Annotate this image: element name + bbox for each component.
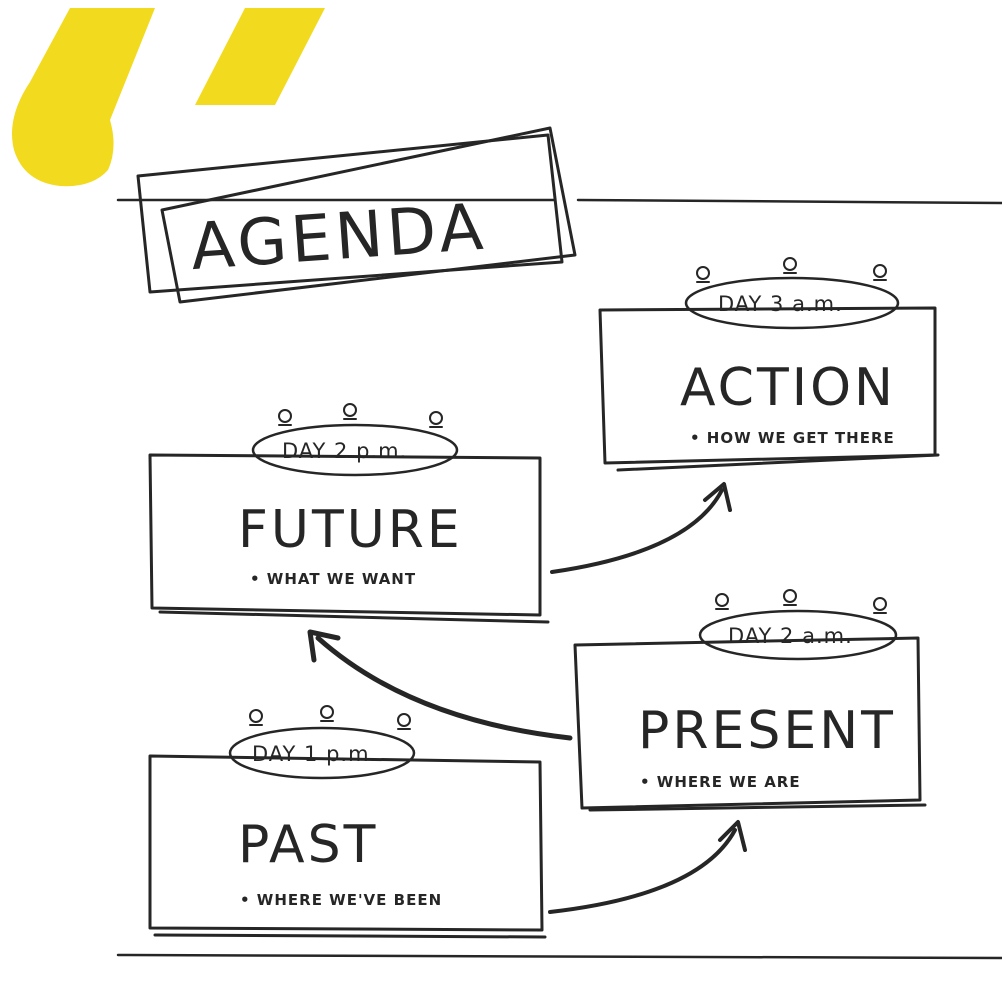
card-heading: PRESENT (638, 701, 896, 761)
day-label: DAY 2 p.m. (282, 439, 407, 463)
day-label: DAY 3 a.m. (718, 292, 843, 316)
day-label: DAY 1 p.m. (252, 742, 377, 766)
arrow-future-to-action (550, 482, 732, 574)
day-pill (684, 276, 900, 330)
top-rule-right (576, 198, 1002, 205)
pin-icon (278, 403, 443, 428)
day-pill (228, 726, 416, 780)
card-note: • WHERE WE ARE (640, 773, 801, 791)
card-action: DAY 3 a.m. ACTION • HOW WE GET THERE (598, 257, 940, 472)
card-heading: ACTION (680, 358, 896, 418)
card-note: • WHERE WE'VE BEEN (240, 891, 442, 909)
card-note: • HOW WE GET THERE (690, 429, 895, 447)
day-label: DAY 2 a.m. (728, 624, 853, 648)
title-card: AGENDA (136, 126, 577, 304)
card-past: DAY 1 p.m. PAST • WHERE WE'VE BEEN (148, 705, 547, 939)
quote-mark-icon (12, 8, 325, 187)
pin-icon (249, 705, 411, 730)
card-heading: PAST (238, 815, 378, 875)
day-pill (251, 423, 459, 477)
card-heading: FUTURE (238, 500, 463, 560)
pin-icon (715, 589, 887, 614)
pin-icon (696, 257, 887, 283)
arrow-past-to-present (548, 820, 747, 914)
card-present: DAY 2 a.m. PRESENT • WHERE WE ARE (573, 589, 927, 812)
card-future: DAY 2 p.m. FUTURE • WHAT WE WANT (148, 403, 550, 624)
arrow-present-to-future (307, 629, 573, 741)
bottom-rule (116, 953, 1002, 960)
day-pill (698, 609, 898, 661)
card-note: • WHAT WE WANT (250, 570, 416, 588)
